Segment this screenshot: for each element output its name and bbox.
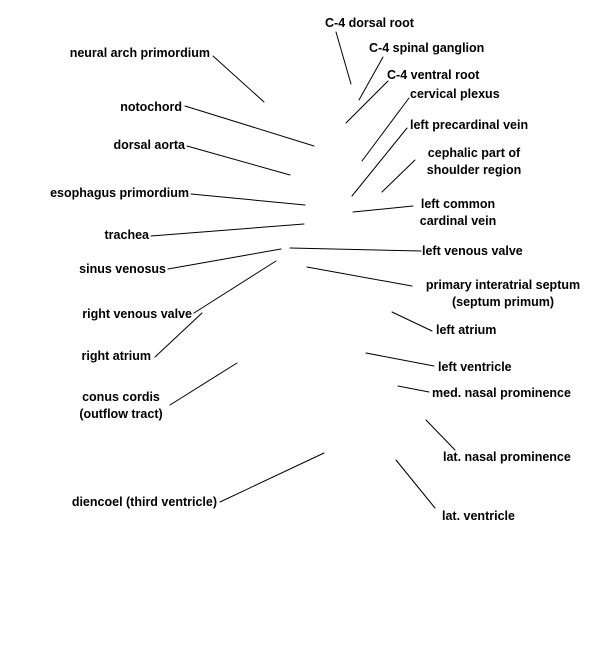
leader-neural-arch-primordium <box>212 55 265 103</box>
leader-left-venous-valve <box>289 247 422 252</box>
label-left-venous-valve: left venous valve <box>422 244 523 258</box>
label-neural-arch-primordium: neural arch primordium <box>69 46 210 60</box>
leader-c4-dorsal-root <box>335 31 352 85</box>
label-cephalic-part-shoulder: cephalic part of shoulder region <box>426 146 522 177</box>
leader-notochord <box>184 105 315 147</box>
label-right-atrium: right atrium <box>81 349 151 363</box>
leader-primary-interatrial-septum <box>306 266 413 287</box>
label-med-nasal-prominence: med. nasal prominence <box>432 386 571 400</box>
label-left-common-cardinal-vein: left common cardinal vein <box>419 197 497 228</box>
leader-lat-nasal-prominence <box>425 419 456 451</box>
label-c4-spinal-ganglion: C-4 spinal ganglion <box>369 41 485 55</box>
leader-right-atrium <box>154 312 203 358</box>
label-lat-nasal-prominence: lat. nasal prominence <box>443 450 571 464</box>
leader-left-precardinal-vein <box>351 127 408 197</box>
leader-left-common-cardinal-vein <box>352 205 414 213</box>
label-left-ventricle: left ventricle <box>438 360 512 374</box>
label-lat-ventricle: lat. ventricle <box>442 509 515 523</box>
label-sinus-venosus: sinus venosus <box>79 262 166 276</box>
leader-dorsal-aorta <box>186 145 291 176</box>
label-conus-cordis: conus cordis (outflow tract) <box>79 390 163 421</box>
leader-med-nasal-prominence <box>397 385 430 393</box>
label-c4-dorsal-root: C-4 dorsal root <box>325 16 414 30</box>
leader-left-ventricle <box>365 352 435 367</box>
leader-cephalic-part-shoulder <box>381 159 416 193</box>
label-dorsal-aorta: dorsal aorta <box>113 138 185 152</box>
label-c4-ventral-root: C-4 ventral root <box>387 68 480 82</box>
label-cervical-plexus: cervical plexus <box>410 87 500 101</box>
leader-trachea <box>150 223 305 237</box>
label-esophagus-primordium: esophagus primordium <box>50 186 189 200</box>
leader-c4-ventral-root <box>345 80 389 124</box>
label-left-atrium: left atrium <box>436 323 497 337</box>
label-trachea: trachea <box>104 228 149 242</box>
leader-lat-ventricle <box>395 459 436 509</box>
label-primary-interatrial-septum: primary interatrial septum (septum primu… <box>425 278 581 309</box>
label-diencoel: diencoel (third ventricle) <box>71 495 217 509</box>
leader-left-atrium <box>391 311 433 332</box>
leader-right-venous-valve <box>193 260 277 314</box>
label-right-venous-valve: right venous valve <box>82 307 192 321</box>
leader-c4-spinal-ganglion <box>358 56 384 101</box>
leader-conus-cordis <box>169 362 238 406</box>
label-left-precardinal-vein: left precardinal vein <box>410 118 529 132</box>
leader-sinus-venosus <box>167 248 282 270</box>
leader-diencoel <box>219 452 325 503</box>
leader-cervical-plexus <box>361 97 410 162</box>
leader-esophagus-primordium <box>190 193 306 206</box>
label-notochord: notochord <box>120 100 182 114</box>
